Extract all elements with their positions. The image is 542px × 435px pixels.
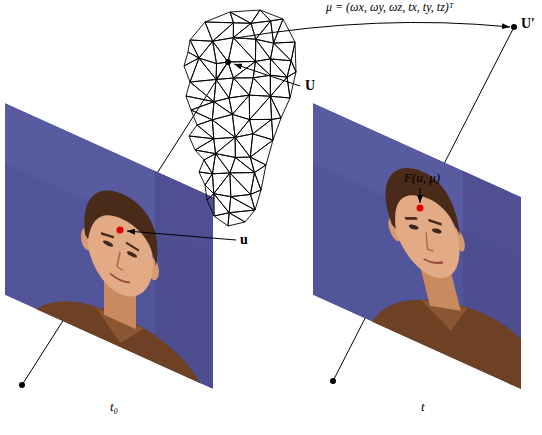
mesh-triangle — [229, 78, 249, 98]
time-label: t₀ — [110, 400, 118, 414]
mesh-triangle — [205, 12, 233, 23]
image-point — [117, 227, 124, 234]
mesh-triangle — [216, 137, 236, 157]
mesh-triangle — [250, 96, 272, 119]
mesh-triangle — [233, 23, 251, 38]
mesh-triangle — [260, 10, 283, 21]
point-dot — [225, 59, 231, 65]
mesh-triangle — [228, 38, 255, 62]
mesh-triangle — [190, 40, 213, 58]
mesh-triangle — [205, 22, 233, 41]
image-point — [417, 205, 424, 212]
point-label: u — [240, 232, 248, 247]
mesh-triangle — [250, 173, 261, 195]
mesh-triangle — [214, 194, 229, 216]
mesh-triangle — [212, 120, 235, 139]
mesh-triangle — [232, 95, 249, 119]
leader-arrow — [127, 231, 236, 240]
mesh-triangle — [191, 110, 212, 125]
mesh-triangle — [204, 154, 216, 174]
mesh-triangle — [191, 102, 214, 120]
point-dot — [19, 382, 25, 388]
camera-image — [5, 103, 218, 432]
mesh-triangle — [233, 78, 253, 95]
mesh-triangle — [270, 96, 290, 118]
time-label: t — [421, 400, 425, 414]
point-dot — [511, 24, 517, 30]
mesh-triangle — [291, 42, 296, 72]
mesh-triangle — [207, 194, 214, 216]
mesh-triangle — [272, 118, 281, 140]
mesh-triangle — [230, 173, 251, 197]
mesh-triangle — [214, 173, 231, 197]
mesh-triangle — [214, 79, 229, 101]
mesh-triangle — [205, 174, 214, 194]
mesh-triangle — [255, 39, 270, 61]
mesh-triangle — [228, 213, 245, 226]
mesh-triangle — [235, 134, 253, 157]
mesh-triangle — [253, 75, 270, 96]
mesh-triangle — [230, 157, 255, 172]
mesh-triangle — [270, 77, 290, 98]
mesh-triangle — [190, 58, 216, 82]
mesh-triangle — [251, 21, 271, 39]
mesh-triangle — [212, 114, 235, 137]
point-dot — [330, 378, 336, 384]
mesh-triangle — [233, 38, 255, 62]
leader-arrow — [234, 64, 300, 86]
mesh-triangle — [235, 137, 250, 157]
head-mesh — [184, 10, 296, 226]
motion-parameters: μ = (ωx, ωy, ωz, tx, ty, tz)ᵀ — [326, 1, 454, 14]
mesh-triangle — [189, 136, 214, 150]
mesh-triangle — [199, 58, 217, 79]
camera-image — [312, 97, 542, 435]
mesh-triangle — [250, 140, 273, 165]
mesh-triangle — [199, 41, 217, 63]
point-label: U — [305, 78, 315, 93]
mesh-triangle — [251, 10, 271, 23]
mesh-triangle — [250, 190, 261, 210]
mesh-triangle — [197, 120, 214, 139]
mesh-triangle — [190, 79, 216, 101]
mesh-triangle — [214, 213, 229, 226]
leader-arrow — [420, 188, 421, 203]
mesh-triangle — [199, 172, 212, 185]
projection-label: F(u, μ) — [404, 171, 440, 185]
motion-arrow — [236, 22, 510, 38]
point-label: U′ — [521, 16, 535, 31]
